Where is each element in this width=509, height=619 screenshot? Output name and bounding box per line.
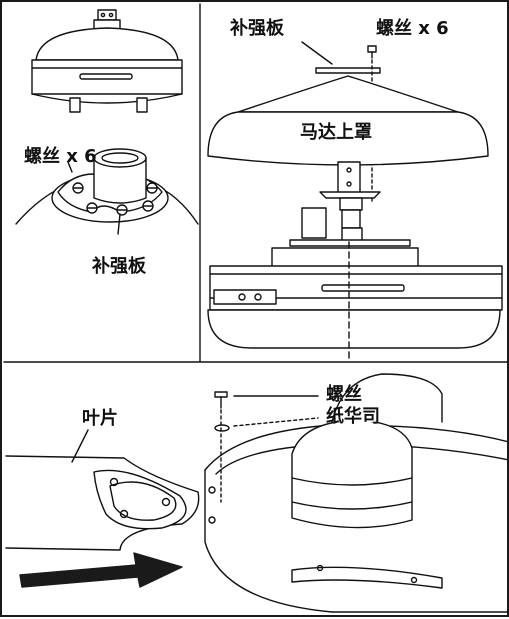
- label-screw: 螺丝: [326, 384, 362, 405]
- bottom-screw: [214, 391, 319, 409]
- direction-arrow: [19, 552, 183, 588]
- label-screws-x6-left: 螺丝 x 6: [24, 146, 97, 167]
- motor-top-cover: [207, 75, 489, 166]
- fiber-washer: [214, 417, 319, 432]
- downrod-bracket: [301, 161, 381, 243]
- label-screws-x6-top: 螺丝 x 6: [376, 18, 449, 39]
- blade-mount-housing: [204, 373, 509, 613]
- label-reinforce-plate-left: 补强板: [92, 256, 146, 277]
- label-fiber-washer: 纸华司: [326, 406, 380, 427]
- label-motor-cover: 马达上罩: [300, 122, 372, 143]
- motor-body: [207, 239, 503, 349]
- reinforce-plate-detail: [15, 148, 199, 235]
- motor-housing-small: [31, 9, 183, 113]
- reinforce-plate-top: [301, 41, 381, 74]
- label-blade: 叶片: [82, 408, 118, 429]
- label-reinforce-plate-top: 补强板: [230, 18, 284, 39]
- blade: [5, 429, 200, 551]
- screw-top: [367, 45, 377, 59]
